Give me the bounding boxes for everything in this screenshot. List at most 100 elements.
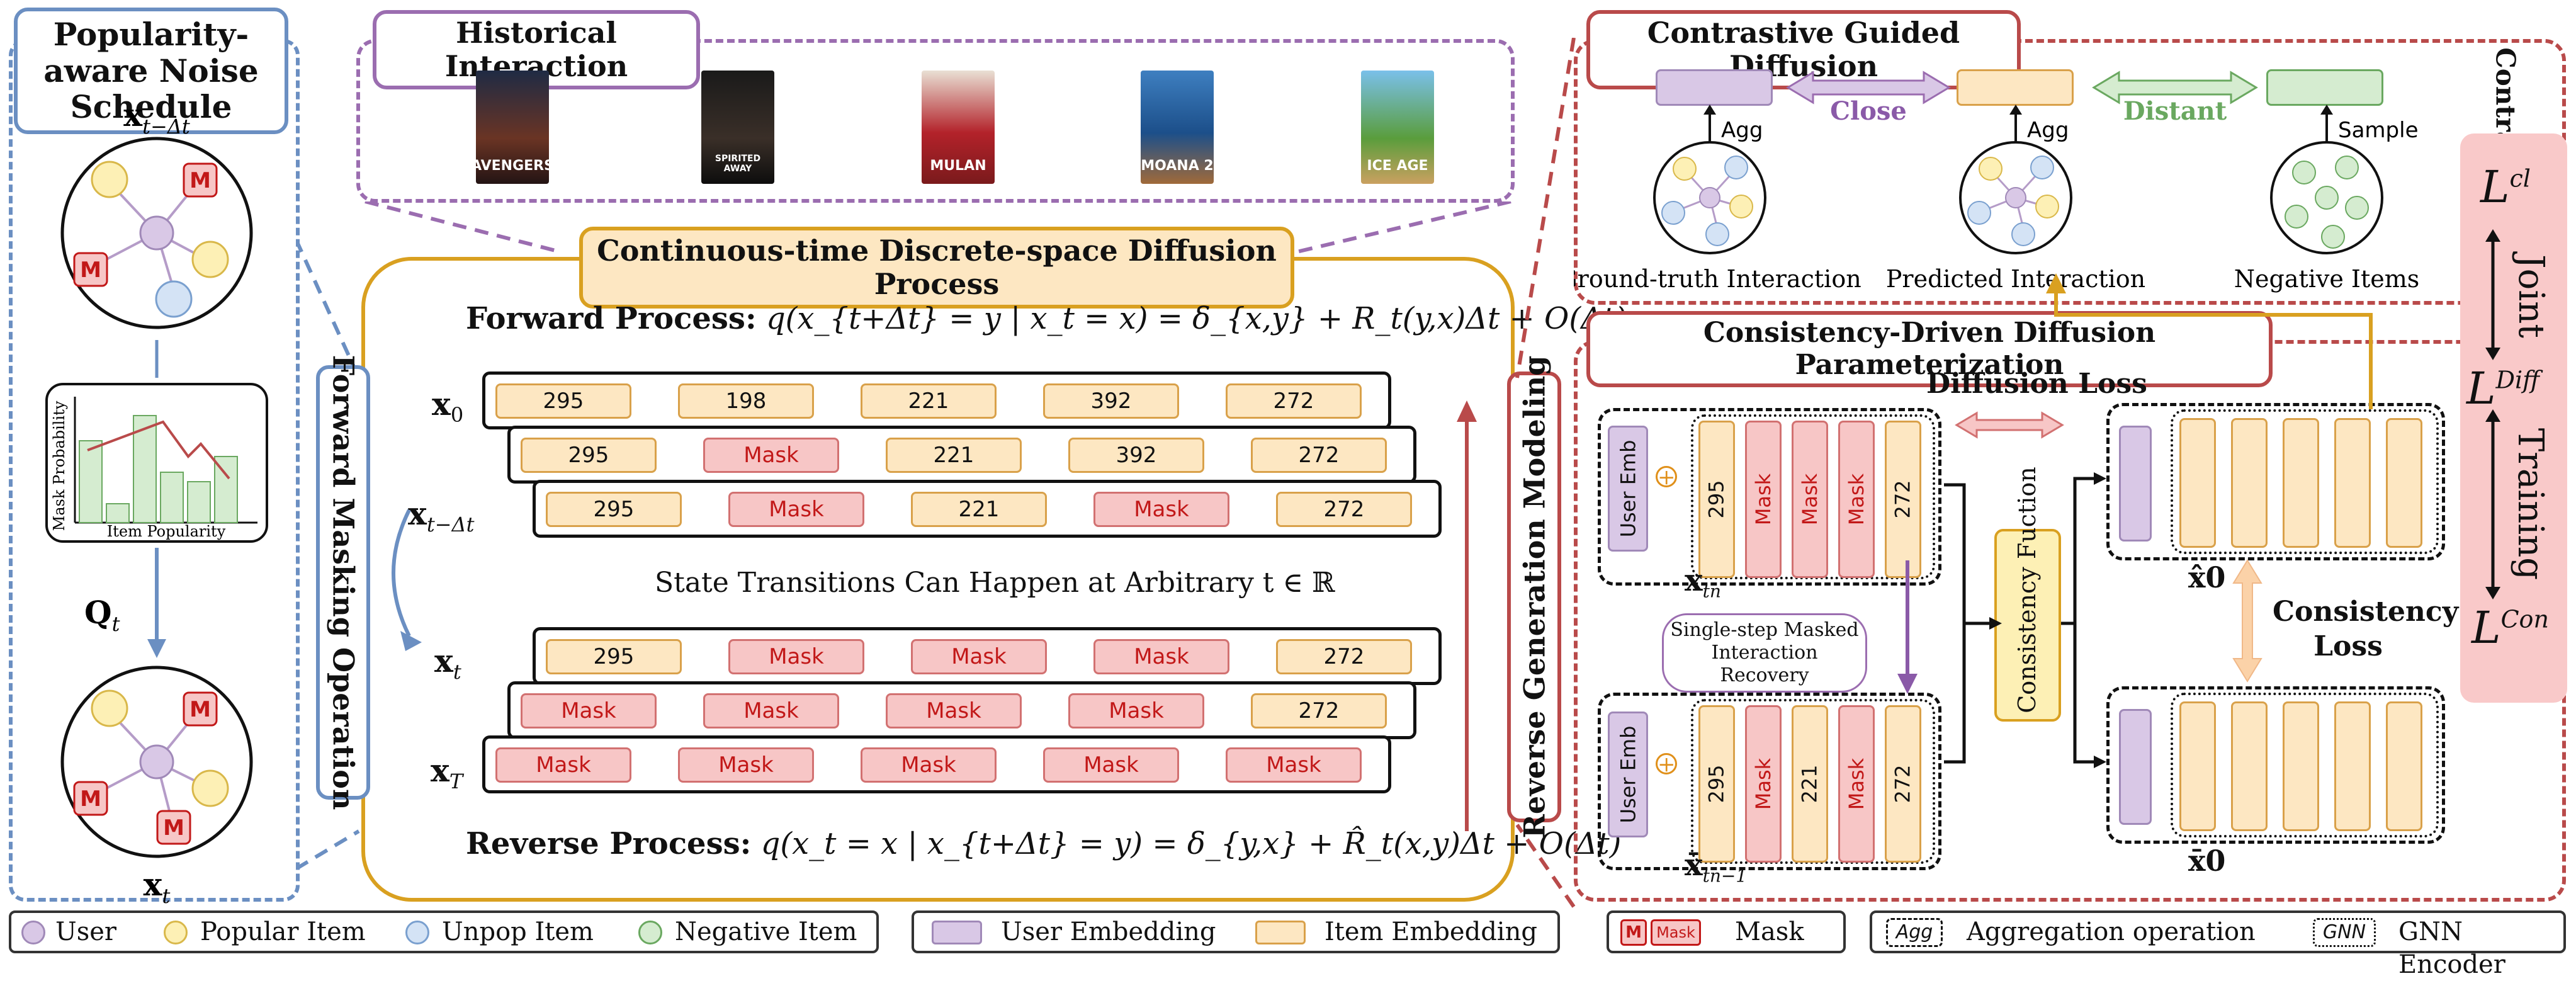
legend-nodes: User Popular Item Unpop Item Negative It… <box>9 910 879 953</box>
feedback-arrow <box>2046 273 2373 409</box>
reverse-generation-label: Reverse Generation Modeling <box>1507 356 1561 838</box>
svg-text:M: M <box>163 815 184 841</box>
item-token: 295 <box>1698 421 1735 578</box>
recovered-sequence-box <box>1691 699 1935 864</box>
mask-icon <box>183 162 218 198</box>
loss-diff: LDiff <box>2466 363 2540 414</box>
forward-process-formula: Forward Process: q(x_{t+Δt} = y | x_t = … <box>466 301 1627 336</box>
item-token: 221 <box>911 492 1047 527</box>
mask-token: Mask <box>1745 421 1782 578</box>
consistency-loss-label: Consistency Loss <box>2273 596 2459 662</box>
forward-masking-label: Forward Masking Operation <box>316 355 370 810</box>
mask-word-legend-icon: Mask <box>1651 919 1701 946</box>
svg-text:Mask Probability: Mask Probability <box>50 400 68 531</box>
mask-token: Mask <box>495 747 631 783</box>
item-token: 221 <box>1792 705 1828 863</box>
mask-probability-chart: Mask Probability Item Popularity <box>45 383 268 543</box>
x-t-minus-dt-label: xt−Δt <box>123 96 190 139</box>
item-token: 295 <box>546 639 682 674</box>
joint-arrows <box>2485 229 2500 599</box>
svg-text:M: M <box>189 697 211 722</box>
item-token: 295 <box>495 383 631 419</box>
add-icon: + <box>1656 466 1677 488</box>
bottom-interaction-graph: M M M <box>60 666 253 858</box>
loss-con: LCon <box>2471 602 2549 654</box>
chart-bar <box>79 440 103 523</box>
svg-text:Ground-truth Interaction: Ground-truth Interaction <box>1574 265 1861 293</box>
item-embedding-output <box>2231 701 2268 831</box>
mask-token: Mask <box>521 693 657 729</box>
diffusion-process-title: Continuous-time Discrete-space Diffusion… <box>579 227 1294 309</box>
item-embedding-output <box>2283 418 2319 548</box>
legend-negative: Negative Item <box>675 917 857 946</box>
item-token: 295 <box>1698 705 1735 863</box>
item-token: 272 <box>1276 639 1412 674</box>
row-label-x-t: xt <box>434 642 461 684</box>
mask-token: Mask <box>1068 693 1204 729</box>
noisy-input-box <box>1598 408 1941 586</box>
joint-label: Joint <box>2510 254 2551 338</box>
consistency-connectors <box>1944 472 2106 768</box>
predicted-graph <box>1959 141 2072 254</box>
item-token: 221 <box>861 383 997 419</box>
item-token: 272 <box>1251 693 1387 729</box>
mask-token: Mask <box>678 747 814 783</box>
svg-text:M: M <box>189 168 211 193</box>
top-interaction-graph: M M <box>60 137 253 329</box>
consistency-title: Consistency-Driven Diffusion Parameteriz… <box>1586 311 2273 388</box>
panel-connectors <box>296 239 361 869</box>
diffusion-loss-arrow <box>1955 411 2064 439</box>
reverse-process-formula: Reverse Process: q(x_t = x | x_{t+Δt} = … <box>466 826 1622 861</box>
user-emb-token: User Emb <box>1608 426 1648 552</box>
x0-bar-label: x̄0 <box>2188 844 2226 878</box>
item-token: 221 <box>886 438 1022 473</box>
item-embedding-output <box>2179 418 2216 548</box>
user-embedding-output <box>2119 426 2152 542</box>
svg-text:Negative Items: Negative Items <box>2234 265 2419 293</box>
diffusion-loss-label: Diffusion Loss <box>1926 368 2147 400</box>
svg-text:Agg: Agg <box>1721 118 1763 143</box>
sequence-row: 295 198 221 392 272 <box>482 371 1391 429</box>
legend-mask: M Mask Mask <box>1607 910 1846 953</box>
row-label-x-t-minus-dt: xt−Δt <box>408 495 475 536</box>
item-embedding-bar <box>1957 69 2074 106</box>
legend-operations: Agg Aggregation operation GNN GNN Encode… <box>1870 910 2566 979</box>
item-token: 295 <box>521 438 657 473</box>
user-embedding-bar <box>1656 69 1773 106</box>
legend-gnn: GNN Encoder <box>2398 917 2505 979</box>
mask-token: Mask <box>703 438 839 473</box>
item-token: 272 <box>1885 421 1921 578</box>
legend-aggregation: Aggregation operation <box>1967 917 2256 946</box>
mask-token: Mask <box>728 492 864 527</box>
svg-text:Sample: Sample <box>2338 118 2418 143</box>
negative-legend-icon <box>638 921 662 944</box>
user-legend-icon <box>21 921 45 944</box>
svg-text:M: M <box>80 258 101 283</box>
gnn-legend-icon: GNN <box>2313 918 2376 947</box>
add-icon: + <box>1656 753 1677 775</box>
svg-text:Agg: Agg <box>2027 118 2069 143</box>
popular-legend-icon <box>164 921 188 944</box>
item-embedding-output <box>2386 418 2422 548</box>
item-token: 295 <box>546 492 682 527</box>
predicted-x0-box <box>2106 403 2445 560</box>
user-node <box>139 215 174 251</box>
mask-legend-icon: M <box>1620 919 1647 946</box>
historical-panel <box>356 39 1515 203</box>
item-token: 272 <box>1226 383 1362 419</box>
mask-token: Mask <box>1093 492 1229 527</box>
movie-poster: AVENGERS <box>471 71 554 184</box>
loss-cl: Lcl <box>2480 161 2531 213</box>
item-embedding-output <box>2386 701 2422 831</box>
movie-poster: SPIRITED AWAY <box>701 71 774 184</box>
chart-bar <box>106 503 130 523</box>
negative-items-graph <box>2270 141 2383 254</box>
predicted-x0-gnn <box>2171 409 2439 554</box>
target-x0-box <box>2106 686 2445 844</box>
noise-schedule-title: Popularity-aware Noise Schedule <box>14 8 288 134</box>
item-embedding-output <box>2334 701 2371 831</box>
legend-unpop: Unpop Item <box>442 917 594 946</box>
mask-token: Mask <box>703 693 839 729</box>
legend-popular: Popular Item <box>200 917 366 946</box>
mask-token: Mask <box>1226 747 1362 783</box>
